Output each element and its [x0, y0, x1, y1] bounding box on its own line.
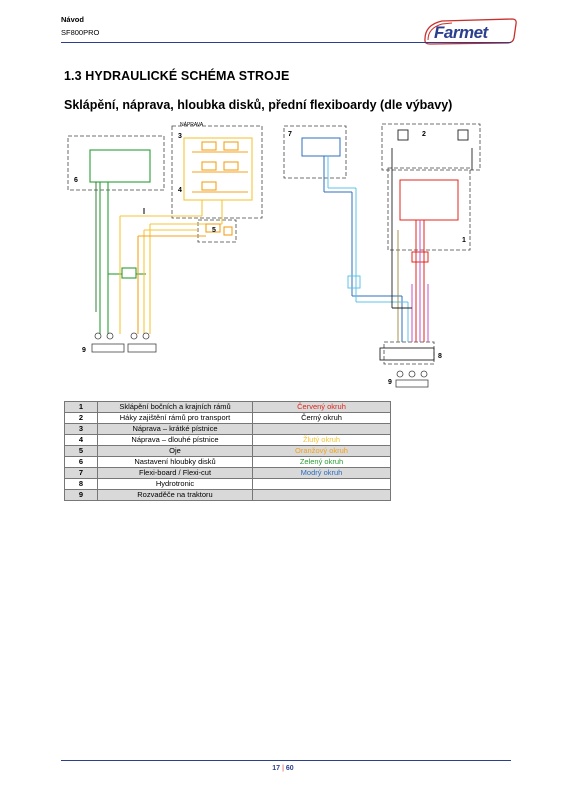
legend-circuit: Červený okruh — [252, 401, 391, 413]
box-5 — [197, 219, 237, 243]
logo-wordmark: Farmet — [434, 23, 490, 42]
label-7: 7 — [288, 131, 292, 138]
legend-circuit: Oranžový okruh — [252, 445, 391, 457]
label-1: 1 — [462, 237, 466, 244]
legend-circuit: Žlutý okruh — [252, 434, 391, 446]
footer-rule — [61, 760, 511, 761]
legend-description: Oje — [97, 445, 253, 457]
legend-circuit: Zelený okruh — [252, 456, 391, 468]
legend-description: Flexi-board / Flexi-cut — [97, 467, 253, 479]
box-8 — [383, 341, 435, 365]
legend-number: 8 — [64, 478, 98, 490]
farmet-logo: Farmet — [424, 18, 517, 45]
legend-description: Nastavení hloubky disků — [97, 456, 253, 468]
box-1 — [387, 167, 471, 251]
legend-number: 2 — [64, 412, 98, 424]
current-page: 17 — [272, 765, 281, 772]
legend-circuit — [252, 478, 391, 490]
legend-description: Hydrotronic — [97, 478, 253, 490]
legend-number: 1 — [64, 401, 98, 413]
legend-circuit — [252, 489, 391, 501]
legend-description: Sklápění bočních a krajních rámů — [97, 401, 253, 413]
hydraulic-schematic: 6 3 4 5 7 2 1 8 9 9 NÁPRAVA — [67, 121, 481, 388]
legend-description: Náprava – krátké pístnice — [97, 423, 253, 435]
box-2 — [381, 123, 481, 171]
total-pages: 60 — [285, 765, 294, 772]
header-rule — [61, 42, 511, 43]
diagram-subtitle: Sklápění, náprava, hloubka disků, přední… — [64, 98, 453, 112]
legend-number: 4 — [64, 434, 98, 446]
legend-number: 3 — [64, 423, 98, 435]
label-2: 2 — [422, 131, 426, 138]
label-8: 8 — [438, 353, 442, 360]
box-7 — [283, 125, 347, 179]
label-3: 3 — [178, 133, 182, 140]
legend-number: 7 — [64, 467, 98, 479]
legend-description: Háky zajištění rámů pro transport — [97, 412, 253, 424]
label-4: 4 — [178, 187, 182, 194]
legend-description: Rozvaděče na traktoru — [97, 489, 253, 501]
legend-number: 5 — [64, 445, 98, 457]
section-heading: 1.3 HYDRAULICKÉ SCHÉMA STROJE — [64, 69, 290, 83]
legend-description: Náprava – dlouhé pístnice — [97, 434, 253, 446]
page-separator: | — [282, 765, 284, 772]
label-naprava: NÁPRAVA — [180, 121, 204, 128]
legend-circuit: Modrý okruh — [252, 467, 391, 479]
model-name: SF800PRO — [61, 28, 100, 37]
box-6 — [67, 135, 165, 191]
label-5: 5 — [212, 227, 216, 234]
legend-circuit: Černý okruh — [252, 412, 391, 424]
page-number: 17|60 — [0, 765, 566, 772]
legend-circuit — [252, 423, 391, 435]
label-9b: 9 — [388, 379, 392, 386]
document-title: Návod — [61, 15, 84, 24]
legend-number: 9 — [64, 489, 98, 501]
box-3-4 — [171, 125, 263, 219]
legend-number: 6 — [64, 456, 98, 468]
label-9a: 9 — [82, 347, 86, 354]
label-6: 6 — [74, 177, 78, 184]
